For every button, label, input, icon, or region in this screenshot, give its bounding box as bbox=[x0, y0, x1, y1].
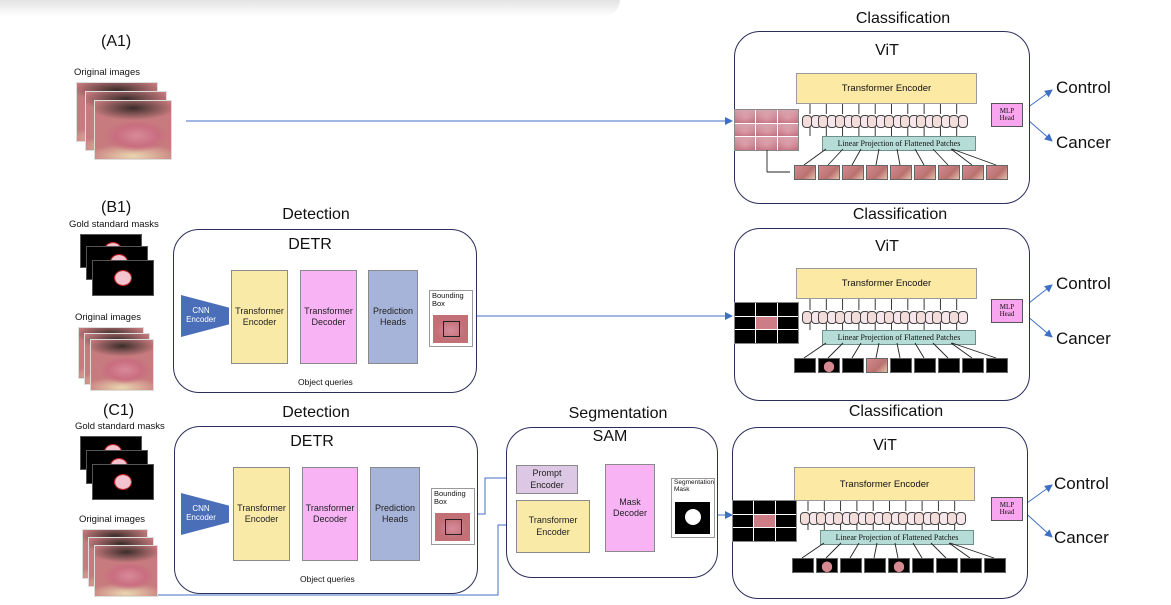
c1-detr-title: DETR bbox=[290, 433, 334, 450]
b1-transformer-encoder: Transformer Encoder bbox=[231, 270, 288, 364]
image-patch bbox=[794, 358, 816, 373]
b1-transformer-decoder: Transformer Decoder bbox=[300, 270, 357, 364]
image-patch bbox=[984, 558, 1006, 573]
bounding-box-thumbnail bbox=[435, 513, 470, 541]
image-patch bbox=[888, 558, 910, 573]
c1-detection-title: Detection bbox=[282, 404, 350, 421]
output-control-c: Control bbox=[1054, 474, 1109, 493]
classification-title-c: Classification bbox=[848, 403, 944, 420]
segmentation-mask-thumbnail bbox=[675, 502, 710, 534]
mask-image bbox=[92, 464, 154, 500]
sam-prompt-encoder: Prompt Encoder bbox=[516, 465, 578, 494]
output-cancer-a: Cancer bbox=[1056, 133, 1111, 152]
image-patch bbox=[866, 165, 888, 180]
c1-original-images-label: Original images bbox=[79, 514, 145, 525]
vit-c-mlp-head: MLP Head bbox=[991, 497, 1023, 521]
b1-detection-title: Detection bbox=[282, 206, 350, 223]
image-patch bbox=[914, 165, 936, 180]
arrow-bbox-to-prompt bbox=[476, 474, 515, 515]
image-patch bbox=[866, 358, 888, 373]
output-control-a: Control bbox=[1056, 78, 1111, 97]
c1-bounding-box-label: Bounding Box bbox=[434, 489, 466, 507]
sam-title: SAM bbox=[592, 428, 628, 445]
patch-token bbox=[955, 512, 966, 525]
vit-title-c: ViT bbox=[873, 437, 897, 454]
classification-title-b: Classification bbox=[852, 206, 948, 223]
image-patch bbox=[936, 558, 958, 573]
vit-c-linear-projection: Linear Projection of Flattened Patches bbox=[820, 530, 974, 545]
b1-prediction-heads: Prediction Heads bbox=[368, 270, 418, 364]
vit-b-mlp-head: MLP Head bbox=[991, 299, 1023, 323]
c1-prediction-heads: Prediction Heads bbox=[370, 467, 420, 561]
vit-c-transformer-encoder: Transformer Encoder bbox=[794, 467, 975, 501]
patch-token bbox=[957, 115, 968, 128]
top-shade bbox=[0, 0, 620, 16]
vit-c-image-grid bbox=[732, 500, 797, 542]
image-patch bbox=[962, 165, 984, 180]
image-patch bbox=[938, 165, 960, 180]
image-patch bbox=[890, 358, 912, 373]
vit-title-b: ViT bbox=[875, 238, 899, 255]
image-patch bbox=[842, 165, 864, 180]
image-patch bbox=[792, 558, 814, 573]
b1-object-queries: Object queries bbox=[298, 377, 353, 387]
bounding-box-thumbnail bbox=[433, 315, 468, 343]
b1-bounding-box-label: Bounding Box bbox=[432, 291, 464, 309]
image-patch bbox=[986, 165, 1008, 180]
vit-a-mlp-head: MLP Head bbox=[991, 103, 1023, 127]
image-patch bbox=[890, 165, 912, 180]
image-patch bbox=[938, 358, 960, 373]
image-patch bbox=[912, 558, 934, 573]
vit-b-transformer-encoder: Transformer Encoder bbox=[796, 268, 977, 299]
image-patch bbox=[794, 165, 816, 180]
output-cancer-c: Cancer bbox=[1054, 528, 1109, 547]
segmentation-mask-output: Segmentation Mask bbox=[671, 478, 715, 538]
c1-transformer-decoder: Transformer Decoder bbox=[302, 467, 358, 561]
b1-bounding-box-output: Bounding Box bbox=[429, 290, 473, 347]
sam-transformer-encoder: Transformer Encoder bbox=[516, 500, 590, 553]
tongue-image bbox=[94, 100, 172, 160]
patch-token bbox=[957, 311, 968, 324]
c1-object-queries: Object queries bbox=[300, 574, 355, 584]
image-patch bbox=[914, 358, 936, 373]
vit-b-image-grid bbox=[734, 302, 799, 344]
a1-original-images-label: Original images bbox=[74, 67, 140, 78]
mask-image bbox=[92, 260, 154, 296]
vit-a-image-grid bbox=[734, 109, 799, 151]
vit-a-transformer-encoder: Transformer Encoder bbox=[796, 73, 977, 104]
image-patch bbox=[840, 558, 862, 573]
segmentation-title: Segmentation bbox=[568, 405, 668, 422]
vit-title-a: ViT bbox=[875, 42, 899, 59]
image-patch bbox=[864, 558, 886, 573]
output-control-b: Control bbox=[1056, 274, 1111, 293]
image-patch bbox=[818, 358, 840, 373]
c1-gold-masks-label: Gold standard masks bbox=[75, 421, 165, 432]
output-cancer-b: Cancer bbox=[1056, 329, 1111, 348]
image-patch bbox=[962, 358, 984, 373]
sam-mask-decoder: Mask Decoder bbox=[605, 464, 655, 552]
image-patch bbox=[960, 558, 982, 573]
row-c1-label: (C1) bbox=[103, 402, 135, 419]
b1-detr-title: DETR bbox=[288, 236, 332, 253]
tongue-image bbox=[90, 339, 154, 391]
image-patch bbox=[818, 165, 840, 180]
vit-b-linear-projection: Linear Projection of Flattened Patches bbox=[822, 330, 976, 345]
image-patch bbox=[842, 358, 864, 373]
row-b1-label: (B1) bbox=[101, 199, 132, 216]
b1-original-images-label: Original images bbox=[75, 312, 141, 323]
row-a1-label: (A1) bbox=[101, 33, 132, 50]
c1-transformer-encoder: Transformer Encoder bbox=[233, 467, 290, 561]
b1-gold-masks-label: Gold standard masks bbox=[69, 219, 159, 230]
image-patch bbox=[986, 358, 1008, 373]
c1-bounding-box-output: Bounding Box bbox=[431, 488, 475, 545]
vit-a-linear-projection: Linear Projection of Flattened Patches bbox=[822, 136, 976, 151]
image-patch bbox=[816, 558, 838, 573]
segmentation-mask-label: Segmentation Mask bbox=[674, 479, 715, 493]
classification-title-a: Classification bbox=[855, 10, 951, 27]
tongue-image bbox=[94, 545, 158, 597]
